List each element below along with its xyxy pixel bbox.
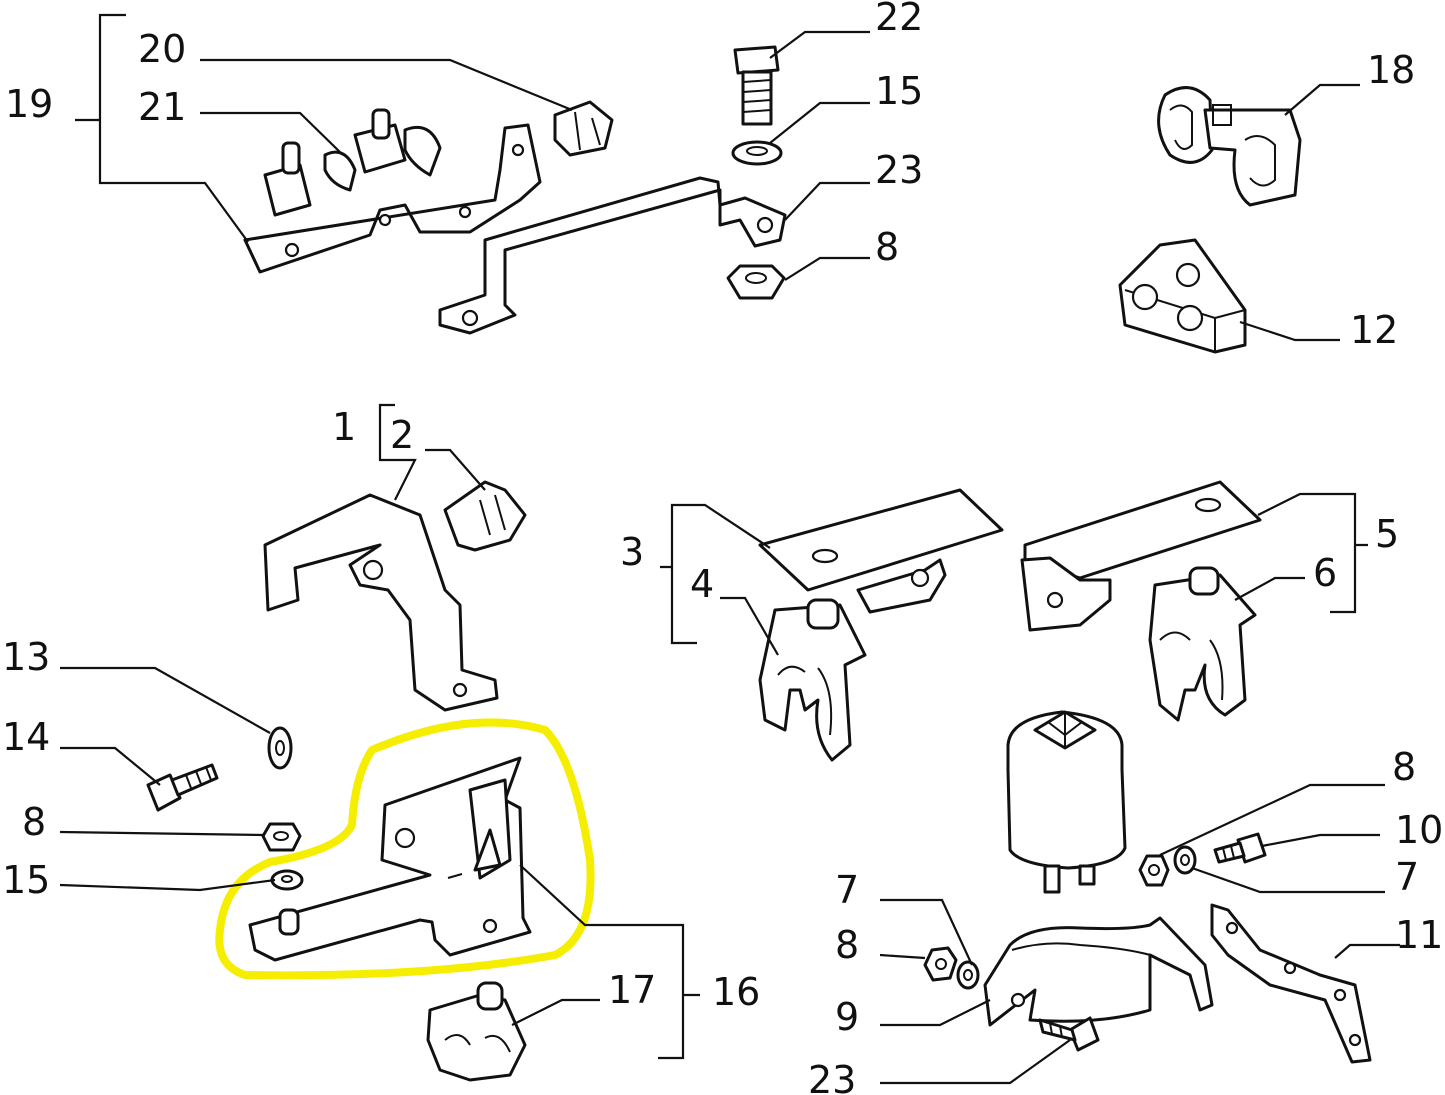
callout-10: 10 xyxy=(1395,808,1443,852)
callout-15-top: 15 xyxy=(875,69,923,113)
callout-8-left: 8 xyxy=(22,800,46,844)
part-7-washer-bottom xyxy=(956,960,980,990)
callout-3: 3 xyxy=(620,530,644,574)
part-13-washer xyxy=(267,726,293,770)
part-23-bolt-bottom xyxy=(1038,1016,1100,1052)
part-9-clamp xyxy=(983,916,1214,1027)
callout-7-right: 7 xyxy=(1395,855,1419,899)
callout-6: 6 xyxy=(1313,551,1337,595)
part-12-rubber-block xyxy=(1118,238,1247,354)
part-18-double-clip xyxy=(1157,86,1302,207)
highlight-outline xyxy=(215,718,595,980)
part-15-washer xyxy=(731,140,783,166)
callout-8-bottom: 8 xyxy=(835,923,859,967)
callout-2: 2 xyxy=(390,413,414,457)
part-2-clip xyxy=(443,480,527,552)
callout-11: 11 xyxy=(1395,913,1443,957)
part-11-bracket xyxy=(1210,903,1372,1064)
part-5-plate xyxy=(1020,480,1262,632)
part-8-nut-left xyxy=(261,822,302,852)
callout-20: 20 xyxy=(138,27,186,71)
callout-18: 18 xyxy=(1367,48,1415,92)
part-7-washer-right xyxy=(1173,845,1197,875)
callout-23-top: 23 xyxy=(875,148,923,192)
part-22-bolt xyxy=(733,45,780,126)
callout-16: 16 xyxy=(712,970,760,1014)
part-8-nut-top xyxy=(726,264,786,300)
callout-8-right: 8 xyxy=(1392,745,1416,789)
part-10-bolt xyxy=(1213,832,1267,864)
callout-22: 22 xyxy=(875,0,923,39)
part-20-clip xyxy=(553,100,614,157)
callout-21: 21 xyxy=(138,85,186,129)
part-17-clip xyxy=(426,981,527,1082)
callout-4: 4 xyxy=(690,562,714,606)
part-6-clip xyxy=(1148,566,1257,722)
part-1-bracket xyxy=(263,493,499,712)
callout-14: 14 xyxy=(2,715,50,759)
callout-15-left: 15 xyxy=(2,858,50,902)
callout-12: 12 xyxy=(1350,308,1398,352)
callout-7-bottom: 7 xyxy=(835,868,859,912)
callout-23-bottom: 23 xyxy=(808,1058,856,1095)
callout-9: 9 xyxy=(835,995,859,1039)
part-8-nut-bottom xyxy=(923,946,958,982)
part-19-bracket-assembly xyxy=(243,108,542,274)
callout-17: 17 xyxy=(608,968,656,1012)
callout-8-top: 8 xyxy=(875,225,899,269)
fluid-reservoir xyxy=(1006,710,1127,894)
part-channel-bracket xyxy=(438,176,787,335)
part-8-nut-right xyxy=(1138,854,1170,887)
leader-lines xyxy=(59,13,1400,1085)
callout-5: 5 xyxy=(1375,512,1399,556)
callout-13: 13 xyxy=(2,635,50,679)
part-4-clip xyxy=(758,598,867,762)
part-3-plate xyxy=(758,488,1004,614)
callout-19: 19 xyxy=(5,82,53,126)
callout-1: 1 xyxy=(332,405,356,449)
part-15-washer-left xyxy=(270,869,304,891)
part-14-bolt xyxy=(146,763,219,812)
part-16-bracket xyxy=(248,756,532,962)
